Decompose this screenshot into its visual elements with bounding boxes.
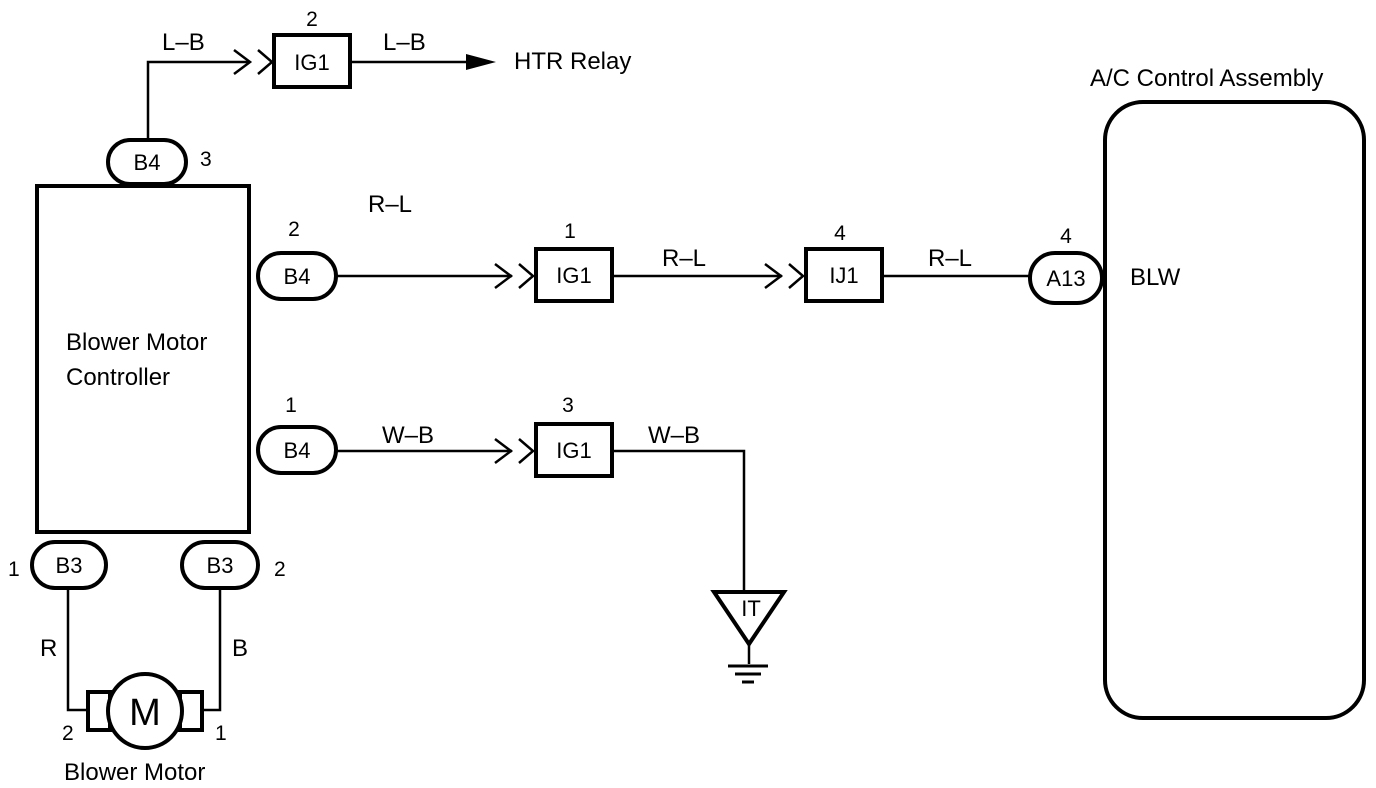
arrow-wb-1b bbox=[518, 438, 535, 464]
ground-connector-it bbox=[710, 590, 788, 648]
connector-b3-right-pin: 2 bbox=[274, 558, 286, 581]
wire-wb-2 bbox=[612, 449, 746, 592]
arrow-lb-in bbox=[233, 49, 253, 75]
connector-b4-mid-pin: 2 bbox=[288, 218, 300, 241]
wire-label-b: B bbox=[232, 635, 248, 662]
connector-b4-top-label: B4 bbox=[134, 150, 161, 175]
arrow-htr-relay bbox=[466, 54, 496, 70]
wire-label-lb-in: L–B bbox=[162, 29, 205, 56]
connector-a13 bbox=[1028, 251, 1104, 305]
connector-b3-right-label: B3 bbox=[207, 553, 234, 578]
wire-lb-in bbox=[146, 60, 250, 140]
wire-label-lb-out: L–B bbox=[383, 29, 426, 56]
ac-control-assembly-label: A/C Control Assembly bbox=[1090, 65, 1323, 92]
blower-motor-controller bbox=[35, 184, 251, 534]
controller-label-line2: Controller bbox=[66, 364, 170, 391]
wire-label-rl-mid1: R–L bbox=[662, 245, 706, 272]
connector-ij1-label: IJ1 bbox=[829, 263, 858, 288]
ground-icon bbox=[728, 664, 768, 684]
connector-ig1-low-pin: 3 bbox=[562, 394, 574, 417]
motor-pin-right: 1 bbox=[215, 722, 227, 745]
wire-r bbox=[66, 588, 90, 712]
arrow-lb-in-2 bbox=[257, 49, 274, 75]
connector-ig1-top-label: IG1 bbox=[294, 50, 329, 75]
arrow-rl-2 bbox=[764, 263, 784, 289]
arrow-rl-1b bbox=[518, 263, 535, 289]
connector-b4-low-label: B4 bbox=[284, 438, 311, 463]
connector-a13-pin: 4 bbox=[1060, 225, 1072, 248]
wire-label-wb-out: W–B bbox=[648, 422, 700, 449]
blower-motor bbox=[86, 672, 204, 750]
blower-motor-label: Blower Motor bbox=[64, 759, 205, 786]
wire-label-wb-in: W–B bbox=[382, 422, 434, 449]
arrow-wb-1 bbox=[494, 438, 514, 464]
connector-a13-label: A13 bbox=[1046, 266, 1085, 291]
terminal-blw: BLW bbox=[1130, 264, 1181, 291]
connector-ig1-top-pin: 2 bbox=[306, 8, 318, 31]
connector-b3-left-pin: 1 bbox=[8, 558, 20, 581]
ground-connector-it-label: IT bbox=[741, 596, 761, 621]
connector-ig1-low bbox=[534, 422, 614, 478]
connector-ig1-mid-pin: 1 bbox=[564, 220, 576, 243]
controller-label-line1: Blower Motor bbox=[66, 329, 207, 356]
wire-label-rl-mid2: R–L bbox=[928, 245, 972, 272]
connector-b3-left-label: B3 bbox=[56, 553, 83, 578]
arrow-rl-1 bbox=[494, 263, 514, 289]
motor-pin-left: 2 bbox=[62, 722, 74, 745]
wire-label-rl-header: R–L bbox=[368, 191, 412, 218]
connector-b4-top-pin: 3 bbox=[200, 148, 212, 171]
arrow-rl-2b bbox=[788, 263, 805, 289]
wire-b bbox=[200, 588, 222, 712]
connector-b4-low-pin: 1 bbox=[285, 394, 297, 417]
htr-relay-label: HTR Relay bbox=[514, 48, 631, 75]
connector-ig1-mid-label: IG1 bbox=[556, 263, 591, 288]
connector-b4-mid-label: B4 bbox=[284, 264, 311, 289]
ac-control-assembly bbox=[1103, 100, 1366, 720]
connector-ij1-pin: 4 bbox=[834, 222, 846, 245]
connector-ig1-low-label: IG1 bbox=[556, 438, 591, 463]
motor-symbol: M bbox=[129, 692, 161, 734]
wire-label-r: R bbox=[40, 635, 57, 662]
